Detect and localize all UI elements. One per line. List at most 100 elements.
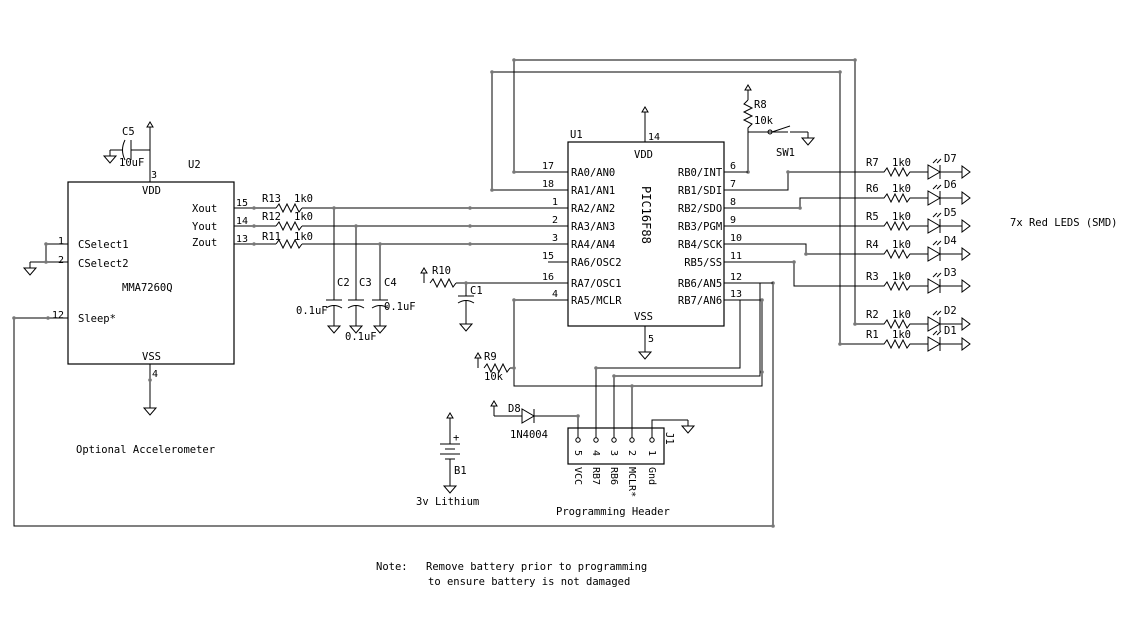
u1-left-pin-num: 18 — [542, 179, 554, 190]
u1-left-pin-name: RA3/AN3 — [571, 221, 615, 233]
d8-diode: D8 1N4004 — [490, 400, 580, 441]
j1-pin-name: Gnd — [646, 467, 657, 485]
u2-vdd-label: VDD — [142, 185, 161, 197]
u1-right-pin-name: RB7/AN6 — [678, 295, 722, 307]
u2-supply: C5 10uF — [23, 121, 157, 416]
led-diode — [927, 190, 941, 206]
r11-value: 1k0 — [294, 231, 313, 243]
note-line2: to ensure battery is not damaged — [428, 576, 630, 588]
r13-value: 1k0 — [294, 193, 313, 205]
led-resistor-value: 1k0 — [892, 239, 911, 251]
j1-caption: Programming Header — [556, 506, 670, 518]
u1-right-pin-num: 10 — [730, 233, 742, 244]
led-ref: D5 — [944, 207, 957, 219]
gnd-icon — [961, 337, 971, 351]
u1-left-pin-name: RA0/AN0 — [571, 167, 615, 179]
led-ref: D1 — [944, 325, 957, 337]
u2-pin-yout: Yout — [192, 221, 217, 233]
j1-pin — [649, 437, 655, 443]
u2-num-zout: 13 — [236, 234, 248, 245]
u1-right-pin-name: RB4/SCK — [678, 239, 723, 251]
led-diode — [927, 246, 941, 262]
u1-left-pin-name: RA4/AN4 — [571, 239, 615, 251]
j1-pin-num: 3 — [608, 450, 619, 456]
u2-accelerometer: U2 VDD VSS CSelect1 CSelect2 Sleep* MMA7… — [52, 159, 248, 456]
u1-right-pin-name: RB6/AN5 — [678, 278, 722, 290]
r8-sw1: R8 10k SW1 — [742, 84, 815, 174]
c1-ref: C1 — [470, 285, 483, 297]
r10-ref: R10 — [432, 265, 451, 277]
u2-part: MMA7260Q — [122, 282, 173, 294]
rb-to-led-wires — [724, 170, 878, 346]
u1-right-pin-num: 9 — [730, 215, 736, 226]
j1-pin-num: 4 — [590, 450, 601, 456]
u1-right-pin-name: RB0/INT — [678, 167, 723, 179]
c4-ref: C4 — [384, 277, 397, 289]
xyz-filter: R13 1k0 R12 1k0 R11 1k0 C2 C3 C4 0.1uF 0… — [234, 193, 568, 343]
led-resistor-value: 1k0 — [892, 309, 911, 321]
sw1-ref: SW1 — [776, 147, 795, 159]
u1-vss-pin: 5 — [648, 334, 654, 345]
led-resistor — [878, 248, 928, 260]
led-resistor-ref: R7 — [866, 157, 879, 169]
battery-ref: B1 — [454, 465, 467, 477]
led-resistor — [878, 220, 928, 232]
j1-pin-num: 5 — [572, 450, 583, 456]
note: Note: Remove battery prior to programmin… — [376, 561, 647, 588]
gnd-icon — [961, 165, 971, 179]
u1-right-pin-num: 7 — [730, 179, 736, 190]
j1-pin-name: RB6 — [608, 467, 619, 485]
led-note: 7x Red LEDS (SMD) — [1010, 217, 1117, 229]
u1-right-pin-name: RB3/PGM — [678, 221, 722, 233]
d8-part: 1N4004 — [510, 429, 548, 441]
gnd-icon — [961, 219, 971, 233]
led-ref: D4 — [944, 235, 957, 247]
led-resistor-value: 1k0 — [892, 211, 911, 223]
u1-left-pin-name: RA5/MCLR — [571, 295, 622, 307]
j1-pin-num: 1 — [646, 450, 657, 456]
led-resistor-ref: R2 — [866, 309, 879, 321]
u1-left-pin-name: RA7/OSC1 — [571, 278, 622, 290]
led-resistor — [878, 192, 928, 204]
u2-pin-zout: Zout — [192, 237, 217, 249]
led-resistor-value: 1k0 — [892, 157, 911, 169]
u1-left-pin-num: 4 — [552, 289, 558, 300]
u1-right-pin-name: RB5/SS — [684, 257, 722, 269]
led-resistor-ref: R1 — [866, 329, 879, 341]
led-row: R4 1k0 D4 — [866, 235, 971, 262]
gnd-icon — [961, 317, 971, 331]
d8-ref: D8 — [508, 403, 521, 415]
u2-pin-cs2: CSelect2 — [78, 258, 129, 270]
u1-left-pin-num: 2 — [552, 215, 558, 226]
led-ref: D7 — [944, 153, 957, 165]
j1-pin-name: MCLR* — [626, 467, 637, 497]
u2-num-cs1: 1 — [58, 236, 64, 247]
u1-part: PIC16F88 — [639, 186, 653, 244]
u2-pin-sleep: Sleep* — [78, 313, 116, 325]
u1-ref: U1 — [570, 129, 583, 141]
note-line1: Remove battery prior to programming — [426, 561, 647, 573]
u1-right-pin-num: 11 — [730, 251, 742, 262]
led-diode — [927, 316, 941, 332]
gnd-icon — [961, 247, 971, 261]
gnd-icon — [961, 191, 971, 205]
r9-value: 10k — [484, 371, 504, 383]
r12-ref: R12 — [262, 211, 281, 223]
r13-ref: R13 — [262, 193, 281, 205]
u2-num-cs2: 2 — [58, 255, 64, 266]
u1-right-pin-num: 12 — [730, 272, 742, 283]
c2-value: 0.1uF — [296, 305, 328, 317]
led-ref: D6 — [944, 179, 957, 191]
led-resistor-ref: R4 — [866, 239, 879, 251]
led-resistor — [878, 338, 928, 350]
j1-pin — [611, 437, 617, 443]
led-ref: D3 — [944, 267, 957, 279]
gnd-icon — [961, 279, 971, 293]
u1-left-pin-name: RA6/OSC2 — [571, 257, 622, 269]
led-row: R7 1k0 D7 — [866, 153, 971, 180]
led-resistor-value: 1k0 — [892, 329, 911, 341]
